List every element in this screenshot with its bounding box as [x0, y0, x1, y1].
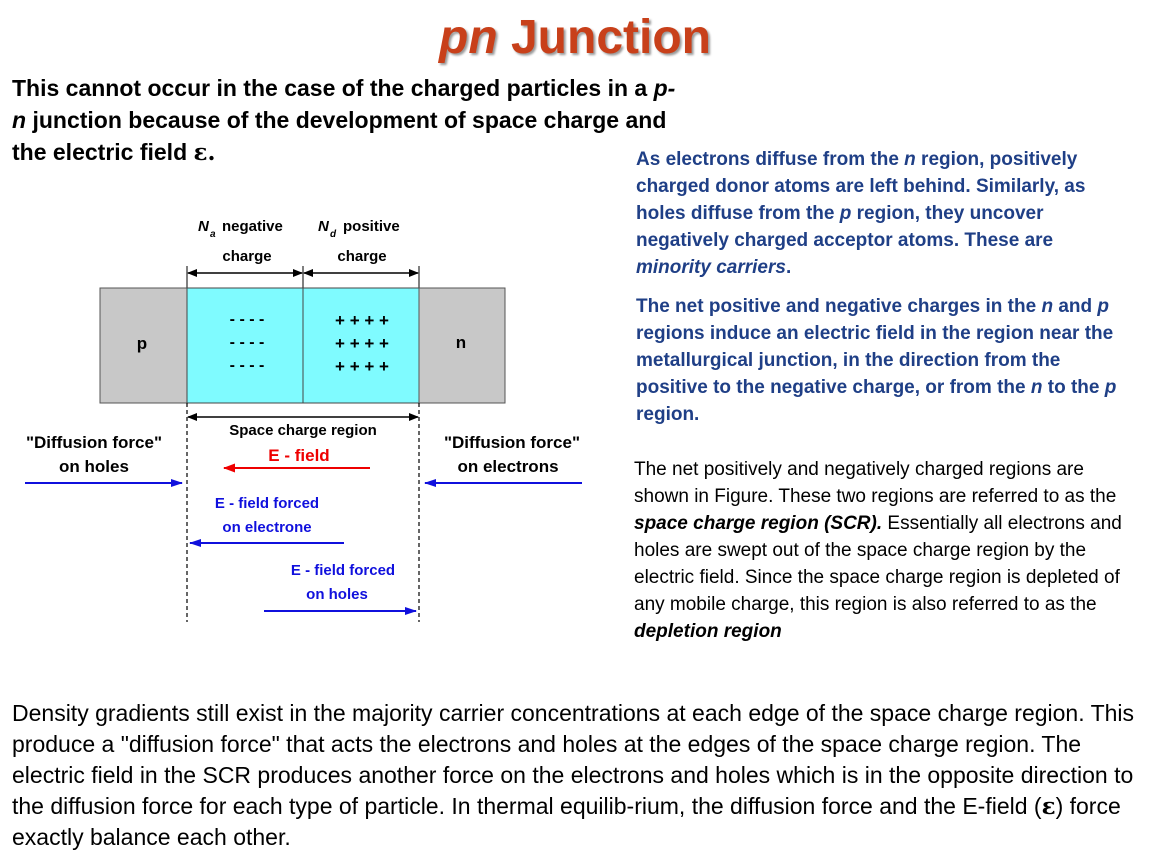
rb2-t4: p	[1097, 296, 1109, 317]
rb2-t3: and	[1053, 296, 1098, 317]
diffusion-holes-line2: on holes	[59, 457, 129, 476]
scr-t1: The net positively and negatively charge…	[634, 459, 1117, 507]
donor-acceptor-paragraph: As electrons diffuse from the n region, …	[636, 146, 1126, 281]
na-charge-label: charge	[222, 248, 271, 265]
efield-electrons-line1: E - field forced	[215, 495, 319, 512]
negative-charge-region	[186, 287, 304, 404]
rb2-t8: p	[1104, 377, 1117, 398]
plus-row-2: + + + +	[335, 334, 389, 353]
rb1-t3: region, positively charged donor atoms a…	[636, 149, 1086, 224]
rb1-t7: .	[785, 257, 792, 278]
minus-row-1: - - - -	[230, 311, 265, 328]
rb2-t2: n	[1041, 296, 1054, 317]
p-label: p	[137, 334, 147, 353]
nd-symbol: N	[318, 218, 330, 235]
equilibrium-paragraph: Density gradients still exist in the maj…	[12, 698, 1142, 853]
diffusion-electrons-line2: on electrons	[457, 457, 558, 476]
bottom-t3: ) force exactly balance each other.	[12, 793, 1121, 850]
scr-paragraph: The net positively and negatively charge…	[634, 456, 1140, 645]
scr-t3: Essentially all electrons and holes are …	[634, 513, 1122, 615]
intro-t4: ε.	[193, 139, 216, 166]
intro-paragraph: This cannot occur in the case of the cha…	[12, 72, 682, 169]
intro-t3: junction because of the development of s…	[12, 107, 667, 165]
scr-t2: space charge region (SCR).	[634, 513, 883, 534]
efield-holes-line1: E - field forced	[291, 562, 395, 579]
positive-charge-region	[302, 287, 420, 404]
scr-label: Space charge region	[229, 422, 377, 439]
rb2-t7: to the	[1042, 377, 1105, 398]
rb2-t1: The net positive and negative charges in…	[636, 296, 1042, 317]
plus-row-3: + + + +	[335, 357, 389, 376]
diffusion-electrons-line1: "Diffusion force"	[444, 433, 580, 452]
minus-row-3: - - - -	[230, 357, 265, 374]
nd-label: positive	[343, 218, 400, 235]
efield-label: E - field	[268, 446, 329, 465]
intro-t2: p-n	[12, 75, 676, 133]
efield-electrons-line2: on electrone	[222, 519, 311, 536]
efield-holes-line2: on holes	[306, 586, 368, 603]
rb2-t6: n	[1030, 377, 1043, 398]
rb1-t4: p	[839, 203, 852, 224]
electric-field-paragraph: The net positive and negative charges in…	[636, 293, 1126, 428]
nd-charge-label: charge	[337, 248, 386, 265]
rb1-t1: As electrons diffuse from the	[636, 149, 905, 170]
page-title: pn Junction	[0, 10, 1150, 65]
n-region	[418, 287, 506, 404]
bottom-epsilon: ε	[1041, 793, 1056, 820]
p-region	[99, 287, 188, 404]
rb1-t6: minority carriers	[636, 257, 786, 278]
minus-row-2: - - - -	[230, 334, 265, 351]
nd-subscript: d	[330, 229, 337, 240]
na-label: negative	[222, 218, 283, 235]
diffusion-holes-line1: "Diffusion force"	[26, 433, 162, 452]
bottom-t1: Density gradients still exist in the maj…	[12, 700, 1135, 819]
n-label: n	[456, 333, 466, 352]
na-symbol: N	[198, 218, 210, 235]
title-rest: Junction	[510, 11, 711, 64]
rb2-t5: regions induce an electric field in the …	[636, 323, 1114, 398]
rb2-t9: region.	[636, 404, 700, 425]
scr-t4: depletion region	[634, 621, 782, 642]
intro-t1: This cannot occur in the case of the cha…	[12, 75, 654, 101]
plus-row-1: + + + +	[335, 311, 389, 330]
rb1-t2: n	[904, 149, 916, 170]
na-subscript: a	[210, 229, 216, 240]
title-italic: pn	[439, 11, 498, 64]
rb1-t5: region, they uncover negatively charged …	[636, 203, 1054, 251]
